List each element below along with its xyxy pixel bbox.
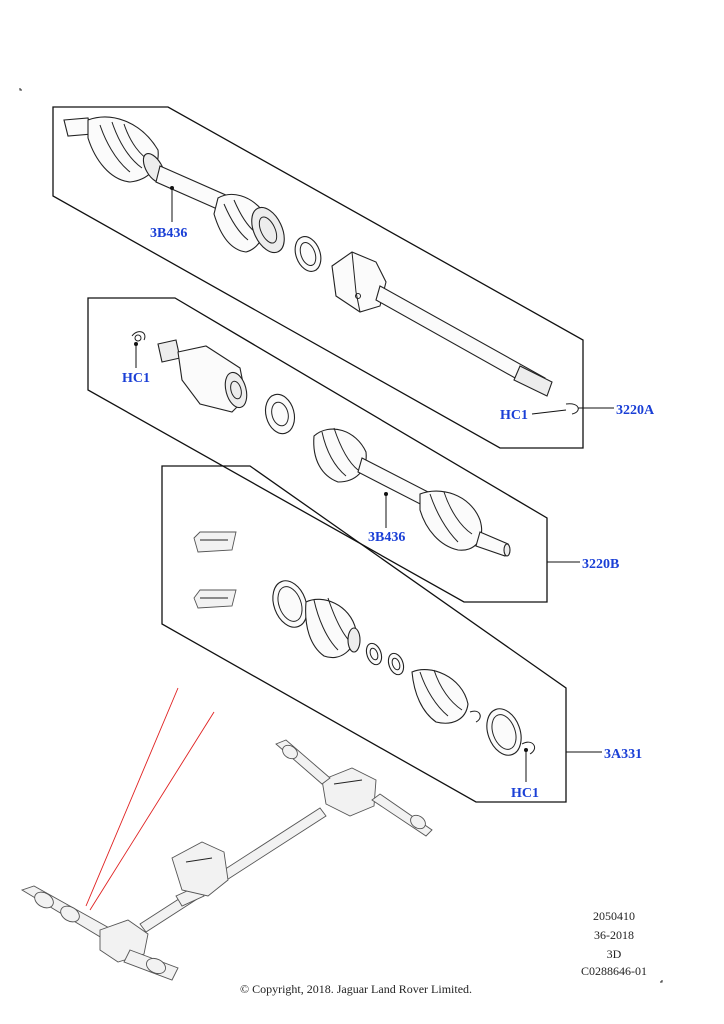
large-seal-ring-kit-2: [486, 708, 522, 756]
kit-3a331-frame: [161, 465, 567, 803]
clip-hc1-top: [565, 403, 579, 415]
front-differential: [99, 919, 149, 963]
callout-3220b: 3220B: [582, 557, 619, 572]
prop-shaft: [139, 807, 327, 933]
rear-differential: [321, 767, 377, 817]
outer-cv-joint-top: [63, 116, 166, 183]
inner-cv-joint-top: [213, 193, 285, 254]
tripod-housing-middle: [157, 339, 248, 413]
grease-packet-1: [193, 531, 237, 553]
vehicle-driveline-context: [20, 687, 433, 981]
outer-boot-middle: [419, 490, 482, 551]
inner-housing-top: [331, 251, 387, 313]
rear-half-shaft-right: [371, 793, 433, 837]
boot-kit-1: [305, 597, 361, 658]
kit-3a331-group: [161, 465, 567, 803]
inner-boot-middle: [313, 427, 367, 483]
reference-block: 2050410 36-2018 3D C0288646-01: [581, 909, 647, 978]
corner-mark-top-left: [19, 88, 22, 91]
clip-hc1-bottom: [521, 741, 535, 755]
ref-line-1: 2050410: [593, 909, 635, 923]
grease-packet-2: [193, 589, 237, 609]
callout-hc1-top: HC1: [500, 408, 528, 423]
indicator-line-2: [89, 711, 215, 911]
leader-lines: [134, 186, 614, 782]
boot-kit-2: [411, 669, 469, 724]
stub-shaft-middle: [475, 531, 509, 557]
assembly-3220b-frame: [87, 297, 548, 603]
callout-3a331: 3A331: [604, 747, 642, 762]
callout-hc1-middle: HC1: [122, 371, 150, 386]
clip-kit: [469, 710, 481, 723]
ref-line-2: 36-2018: [594, 928, 634, 942]
callout-3b436-middle: 3B436: [368, 530, 405, 545]
copyright-text: © Copyright, 2018. Jaguar Land Rover Lim…: [240, 982, 472, 996]
callout-hc1-bottom: HC1: [511, 786, 539, 801]
callout-3b436-top: 3B436: [150, 226, 187, 241]
assembly-3220b-group: [87, 297, 548, 603]
transfer-case: [171, 841, 229, 897]
assembly-3220a-frame: [52, 106, 584, 449]
corner-mark-bottom-right: [660, 980, 663, 983]
indicator-line-1: [85, 687, 179, 907]
clamp-ring-small-1: [365, 642, 383, 666]
ref-line-4: C0288646-01: [581, 964, 647, 978]
seal-ring-middle: [264, 393, 296, 435]
callout-3220a: 3220A: [616, 403, 655, 418]
clip-hc1-middle: [131, 331, 146, 341]
ref-line-3: 3D: [607, 947, 622, 961]
large-seal-ring-kit: [272, 580, 308, 628]
clamp-ring-small-2: [387, 652, 405, 676]
snap-ring-top: [294, 236, 322, 272]
assembly-3220a-group: [52, 106, 584, 449]
